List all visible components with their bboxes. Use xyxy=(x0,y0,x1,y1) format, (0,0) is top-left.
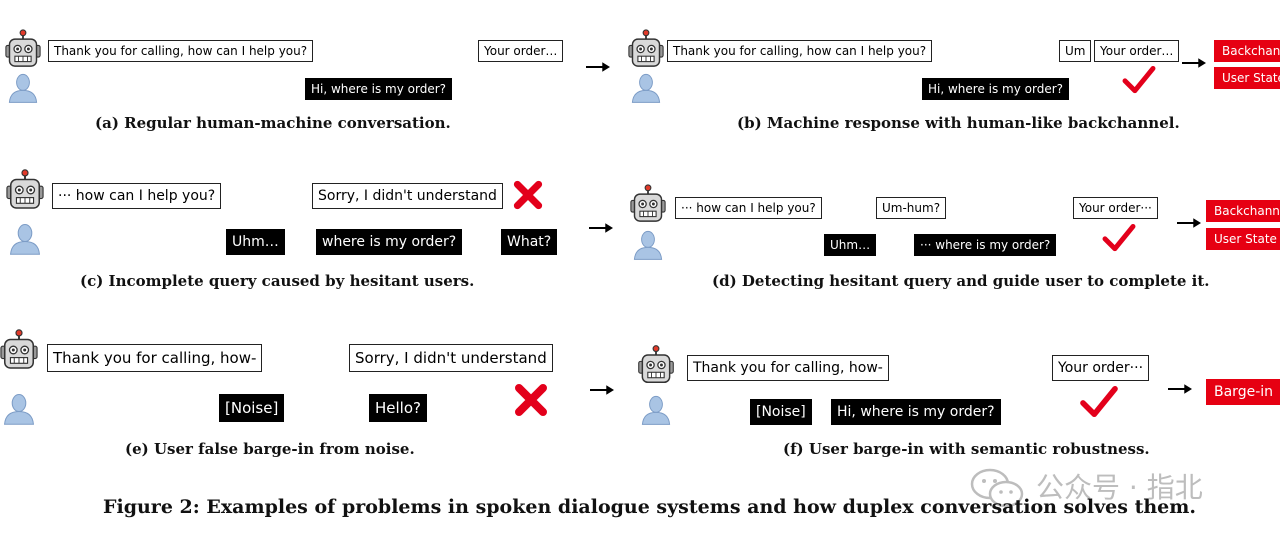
panel-f-caption: (f) User barge-in with semantic robustne… xyxy=(783,440,1150,458)
wechat-logo-icon xyxy=(970,468,1024,508)
panel-a-user-utterance-1: Hi, where is my order? xyxy=(305,78,453,100)
panel-d-user-utterance-2: ··· where is my order? xyxy=(914,234,1057,256)
robot-icon xyxy=(630,184,666,224)
panel-e-user-utterance-1: [Noise] xyxy=(219,394,285,422)
panel-b-tag-backchannel: Backchannel xyxy=(1214,40,1280,62)
user-icon xyxy=(630,72,662,104)
panel-c-user-utterance-1: Uhm… xyxy=(226,229,285,255)
panel-b-tag-user-state: User State xyxy=(1214,67,1280,89)
panel-c-user-utterance-2: where is my order? xyxy=(316,229,463,255)
panel-c-user-utterance-3: What? xyxy=(501,229,558,255)
user-icon xyxy=(640,394,672,426)
panel-e-machine-utterance-1: Thank you for calling, how- xyxy=(47,344,263,372)
robot-icon xyxy=(628,29,664,69)
panel-a-caption: (a) Regular human-machine conversation. xyxy=(95,114,451,132)
panel-e-caption: (e) User false barge-in from noise. xyxy=(125,440,415,458)
right-arrow-icon xyxy=(1165,383,1195,395)
panel-b-machine-utterance-1: Thank you for calling, how can I help yo… xyxy=(667,40,933,62)
panel-d-machine-utterance-1: ··· how can I help you? xyxy=(675,197,822,219)
cross-icon xyxy=(513,180,543,210)
user-icon xyxy=(2,392,36,426)
panel-f-machine-utterance-2: Your order··· xyxy=(1052,355,1150,381)
right-arrow-icon xyxy=(1180,57,1208,69)
panel-d-tag-user-state: User State xyxy=(1206,228,1280,250)
check-icon xyxy=(1122,66,1156,94)
user-icon xyxy=(8,222,42,256)
panel-d-user-utterance-1: Uhm… xyxy=(824,234,877,256)
watermark-text: 公众号 · 指北 xyxy=(1036,471,1203,504)
user-icon xyxy=(7,72,39,104)
panel-b-machine-utterance-2: Um xyxy=(1059,40,1092,62)
panel-e-machine-utterance-2: Sorry, I didn't understand xyxy=(349,344,553,372)
panel-b-machine-utterance-3: Your order… xyxy=(1094,40,1180,62)
panel-f-user-utterance-2: Hi, where is my order? xyxy=(831,399,1001,425)
panel-d-machine-utterance-2: Um-hum? xyxy=(876,197,947,219)
panel-d-caption: (d) Detecting hesitant query and guide u… xyxy=(712,272,1210,290)
right-arrow-icon xyxy=(1175,217,1203,229)
right-arrow-icon xyxy=(584,61,612,73)
figure-caption: Figure 2: Examples of problems in spoken… xyxy=(103,496,1196,518)
cross-icon xyxy=(514,383,548,417)
panel-a-machine-utterance-2: Your order… xyxy=(478,40,564,62)
robot-icon xyxy=(0,326,38,374)
panel-f-user-utterance-1: [Noise] xyxy=(750,399,812,425)
right-arrow-icon xyxy=(588,384,616,396)
check-icon xyxy=(1102,224,1136,252)
panel-c-machine-utterance-1: ··· how can I help you? xyxy=(52,183,222,209)
right-arrow-icon xyxy=(587,222,615,234)
panel-c-caption: (c) Incomplete query caused by hesitant … xyxy=(80,272,475,290)
robot-icon xyxy=(5,29,41,69)
check-icon xyxy=(1080,386,1118,418)
robot-icon xyxy=(637,345,675,385)
robot-icon xyxy=(6,168,44,212)
panel-c-machine-utterance-2: Sorry, I didn't understand xyxy=(312,183,503,209)
panel-a-machine-utterance-1: Thank you for calling, how can I help yo… xyxy=(48,40,314,62)
panel-b-user-utterance-1: Hi, where is my order? xyxy=(922,78,1070,100)
panel-f-tag-barge-in: Barge-in xyxy=(1206,379,1280,405)
panel-e-user-utterance-2: Hello? xyxy=(369,394,427,422)
panel-f-machine-utterance-1: Thank you for calling, how- xyxy=(687,355,889,381)
user-icon xyxy=(632,229,664,261)
panel-d-tag-backchannel: Backchannel xyxy=(1206,200,1280,222)
panel-d-machine-utterance-3: Your order··· xyxy=(1073,197,1158,219)
panel-b-caption: (b) Machine response with human-like bac… xyxy=(737,114,1180,132)
